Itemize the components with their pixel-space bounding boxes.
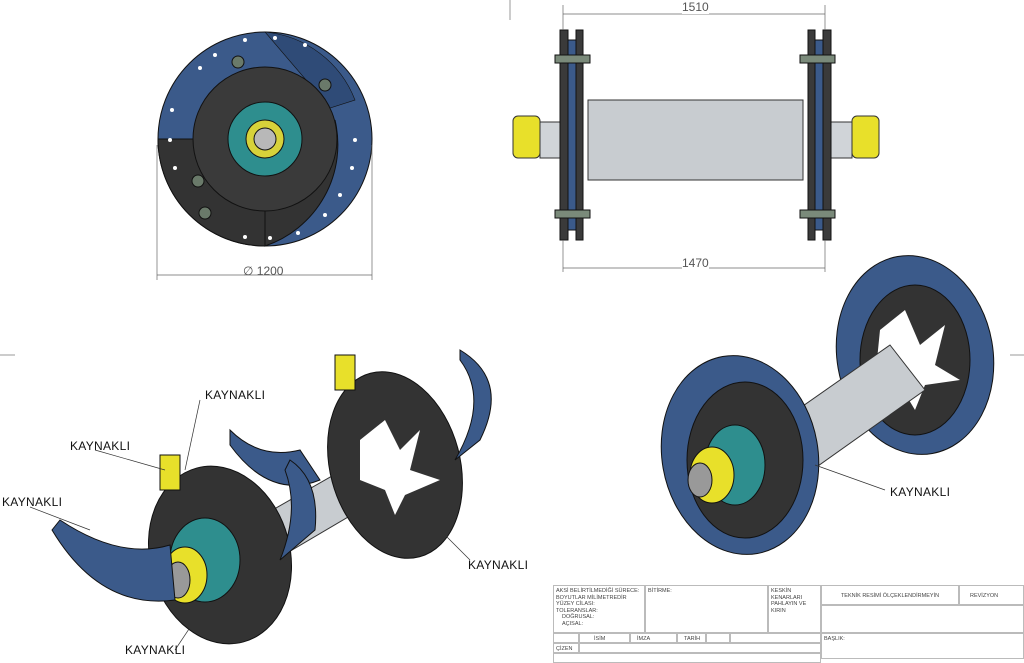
plate-span-dimension: 1470 (682, 256, 709, 270)
drawn-by-row (579, 643, 821, 653)
drawn-by-label: ÇİZEN (553, 643, 579, 653)
weld-callout: KAYNAKLI (890, 485, 951, 499)
overall-width-dimension: 1510 (682, 0, 709, 14)
finish-cell: BİTİRME: (645, 585, 768, 633)
note: AÇISAL: (562, 620, 584, 627)
blank-cell (706, 633, 730, 643)
title-cell: BAŞLIK: (821, 633, 1024, 659)
note: YÜZEY CİLASI: (556, 601, 595, 607)
exploded-iso-view (29, 349, 492, 651)
general-notes: AKSİ BELİRTİLMEDİĞİ SÜRECE: BOYUTLAR MİL… (553, 585, 645, 633)
front-view (156, 31, 373, 280)
weld-callout: KAYNAKLI (468, 558, 529, 572)
note: DOĞRUSAL: (562, 614, 595, 620)
blank-cell (821, 605, 1024, 633)
note: TOLERANSLAR: (556, 607, 598, 614)
assembled-iso-view (660, 255, 995, 555)
date-header: TARİH (677, 633, 706, 643)
signature-header: İMZA (630, 633, 677, 643)
weld-callout: KAYNAKLI (125, 643, 186, 657)
blank-cell (553, 633, 579, 643)
title-block: AKSİ BELİRTİLMEDİĞİ SÜRECE: BOYUTLAR MİL… (553, 585, 1024, 663)
edges-cell: KESKİN KENARLARI PAHLAYIN VE KIRIN (768, 585, 821, 633)
next-row (553, 653, 821, 663)
revision-cell: REVİZYON (959, 585, 1024, 605)
weld-callout: KAYNAKLI (205, 388, 266, 402)
no-scale-cell: TEKNİK RESİMİ ÖLÇEKLENDİRMEYİN (821, 585, 959, 605)
weld-callout: KAYNAKLI (70, 439, 131, 453)
diameter-dimension: ∅ 1200 (243, 264, 284, 278)
side-view (512, 5, 880, 272)
note: BOYUTLAR MİLİMETREDİR (556, 594, 627, 601)
weld-callout: KAYNAKLI (2, 495, 63, 509)
note: AKSİ BELİRTİLMEDİĞİ SÜRECE: (556, 588, 640, 594)
blank-cell (730, 633, 821, 643)
name-header: İSİM (579, 633, 630, 643)
